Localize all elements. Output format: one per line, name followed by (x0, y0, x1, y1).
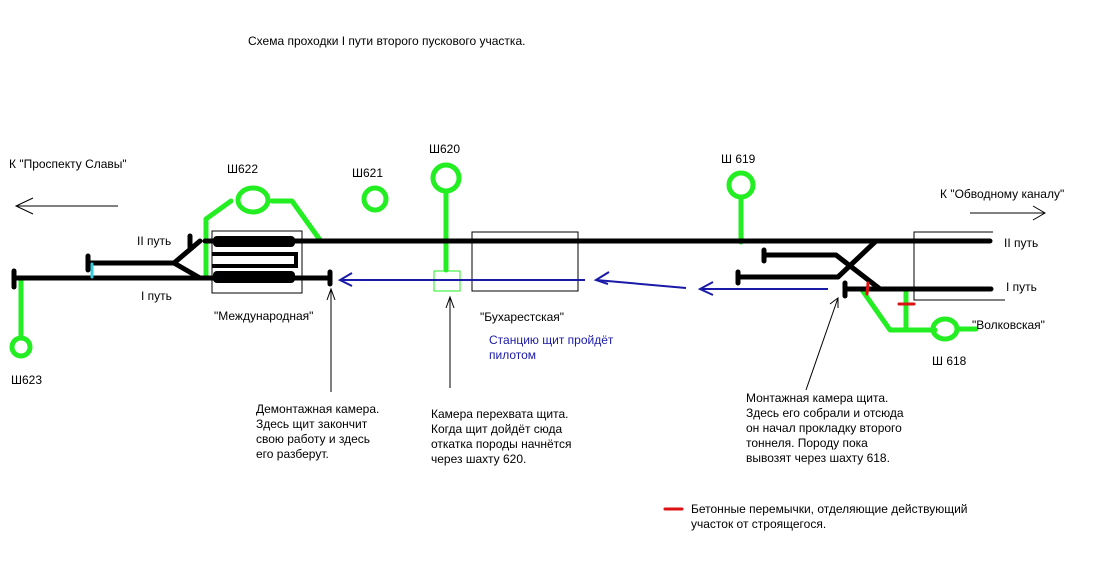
station-label-bukharestskaya: "Бухарестская" (480, 310, 565, 324)
shaft-622-icon (235, 185, 271, 215)
siding-east-upper (761, 252, 883, 292)
track-2-label-right: II путь (1004, 236, 1039, 250)
shaft-622-connector-right (269, 198, 323, 243)
station-box-mezhdunarodnaya (211, 230, 303, 294)
arrow-left-direction (14, 197, 118, 215)
page-title: Схема проходки I пути второго пускового … (248, 34, 526, 48)
pilot-note: Станцию щит пройдёт пилотом (489, 333, 614, 362)
shield-path (337, 271, 828, 296)
station-box-volkovskaya (913, 231, 1005, 301)
note-intercept-chamber: Камера перехвата щита. Когда щит дойдёт … (431, 407, 572, 466)
shaft-620-label: Ш620 (429, 142, 461, 156)
direction-right-label: К "Обводному каналу" (940, 187, 1065, 201)
track-1-label-right: I путь (1006, 280, 1037, 294)
pointer-assembly (805, 297, 839, 391)
direction-left-label: К "Проспекту Славы" (9, 157, 127, 171)
shaft-622-label: Ш622 (227, 162, 259, 176)
legend-bulkhead-text: Бетонные перемычки, отделяющие действующ… (691, 502, 968, 531)
station-label-volkovskaya: "Волковская" (972, 318, 1045, 332)
shaft-622-connector-left (203, 198, 234, 279)
shaft-618-connector (859, 287, 938, 333)
shaft-619-icon (726, 170, 756, 200)
shaft-623-label: Ш623 (11, 373, 43, 387)
track-2-label-left: II путь (137, 234, 172, 248)
shaft-619-label: Ш 619 (721, 152, 756, 166)
shaft-621-icon (361, 185, 389, 213)
station-box-bukharestskaya (471, 231, 579, 292)
shaft-618-icon (930, 316, 960, 342)
note-assembly-chamber: Монтажная камера щита. Здесь его собрали… (746, 391, 904, 465)
note-dismantle-chamber: Демонтажная камера. Здесь щит закончит с… (256, 402, 380, 461)
switch-west (171, 238, 203, 266)
track-1-label-left: I путь (141, 289, 172, 303)
siding-east-lower (735, 238, 879, 280)
shaft-621-label: Ш621 (352, 166, 384, 180)
bulkhead-1 (865, 281, 870, 296)
shaft-618-label: Ш 618 (932, 354, 967, 368)
arrow-right-direction (970, 205, 1046, 221)
switch-west-b (171, 260, 203, 281)
shaft-623-icon (9, 335, 33, 359)
shaft-620-icon (430, 162, 462, 194)
station-label-mezhdunarodnaya: "Международная" (214, 309, 314, 323)
station-platforms-mezhdunarodnaya (212, 236, 298, 283)
